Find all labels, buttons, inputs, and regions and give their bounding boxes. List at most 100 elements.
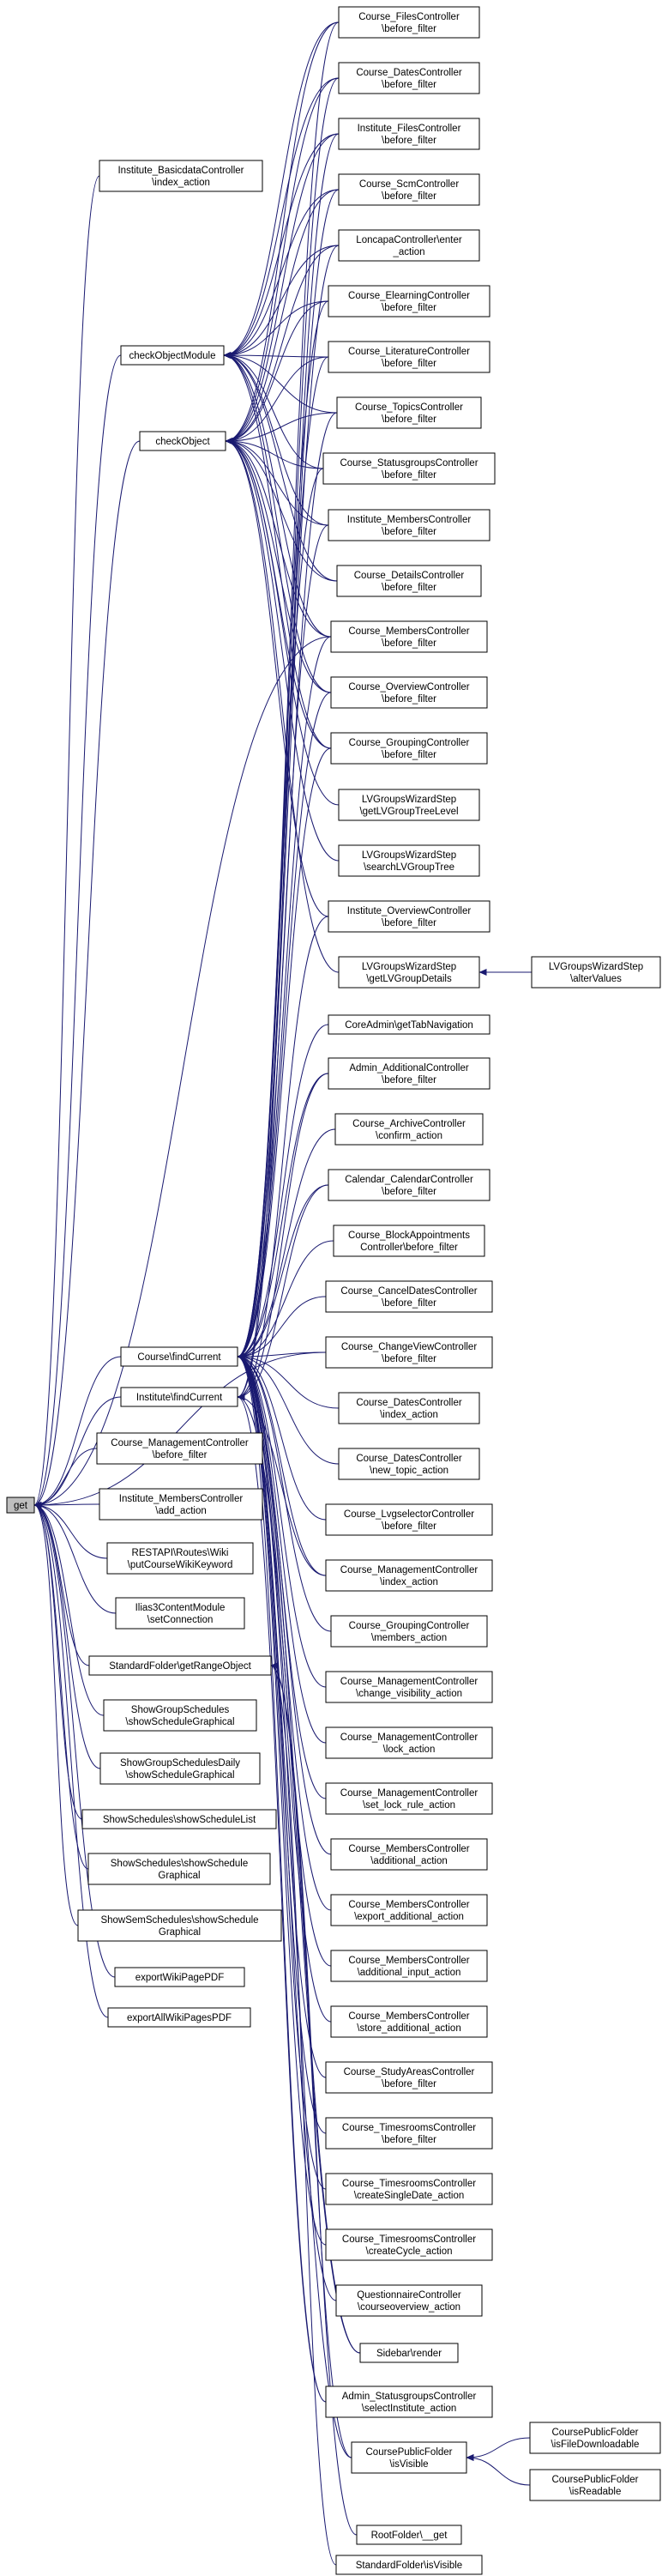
node-timesrooms-before[interactable]: Course_TimesroomsController\before_filte… (325, 2117, 493, 2150)
node-label: \before_filter (382, 2079, 436, 2089)
node-scm[interactable]: Course_ScmController\before_filter (338, 173, 480, 206)
node-ilias[interactable]: Ilias3ContentModule\setConnection (115, 1597, 245, 1630)
node-ss-graph[interactable]: ShowSchedules\showScheduleGraphical (87, 1853, 271, 1885)
node-ss-list[interactable]: ShowSchedules\showScheduleList (81, 1809, 277, 1829)
node-details[interactable]: Course_DetailsController\before_filter (336, 565, 482, 597)
node-export-wiki[interactable]: exportWikiPagePDF (114, 1967, 245, 1987)
node-block-appt[interactable]: Course_BlockAppointmentsController\befor… (333, 1225, 485, 1257)
node-course-find-current[interactable]: Course\findCurrent (120, 1346, 238, 1367)
node-restapi[interactable]: RESTAPI\Routes\Wiki\putCourseWikiKeyword (106, 1542, 254, 1575)
node-dates-index[interactable]: Course_DatesController\index_action (338, 1392, 480, 1424)
node-grouping[interactable]: Course_GroupingController\before_filter (330, 732, 488, 765)
node-members-store[interactable]: Course_MembersController\store_additiona… (330, 2005, 488, 2038)
node-institute-find-current[interactable]: Institute\findCurrent (120, 1387, 238, 1407)
node-label: \putCourseWikiKeyword (128, 1560, 233, 1570)
node-box (96, 1432, 263, 1465)
node-inst-files[interactable]: Institute_FilesController\before_filter (338, 118, 480, 150)
node-box (114, 1967, 245, 1987)
node-dates-ctrl[interactable]: Course_DatesController\before_filter (338, 62, 480, 94)
node-members-additional[interactable]: Course_MembersController\additional_acti… (330, 1838, 488, 1871)
edge-lvDetails-to-checkObject (225, 438, 340, 973)
node-mgmt-index[interactable]: Course_ManagementController\index_action (325, 1559, 493, 1592)
node-box (330, 2005, 488, 2038)
node-box (330, 1950, 488, 1982)
node-cancel-dates[interactable]: Course_CancelDatesController\before_filt… (325, 1280, 493, 1313)
node-members-before[interactable]: Course_MembersController\before_filter (330, 620, 488, 653)
node-overview[interactable]: Course_OverviewController\before_filter (330, 676, 488, 709)
node-label: Institute_MembersController (347, 515, 472, 525)
node-literature[interactable]: Course_LiteratureController\before_filte… (328, 341, 490, 373)
node-box (338, 789, 480, 821)
node-label: Course_DatesController (356, 68, 462, 78)
node-std-visible[interactable]: StandardFolder\isVisible (335, 2555, 483, 2575)
node-mgmt-lock[interactable]: Course_ManagementController\lock_action (325, 1726, 493, 1759)
node-label: Course_LiteratureController (348, 347, 470, 357)
node-cpf-visible[interactable]: CoursePublicFolder\isVisible (351, 2441, 467, 2474)
node-core-admin[interactable]: CoreAdmin\getTabNavigation (328, 1014, 490, 1035)
edge-elearning-to-checkObject (225, 300, 329, 444)
node-study-areas[interactable]: Course_StudyAreasController\before_filte… (325, 2061, 493, 2094)
node-export-all-wiki[interactable]: exportAllWikiPagesPDF (107, 2007, 251, 2028)
node-questionnaire[interactable]: QuestionnaireController\courseoverview_a… (335, 2284, 483, 2317)
edge-details-to-checkObjectModule (223, 352, 338, 582)
node-sidebar[interactable]: Sidebar\render (359, 2343, 459, 2363)
edge-statusgroups-to-checkObjectModule (223, 352, 324, 469)
node-mgmt-set-lock[interactable]: Course_ManagementController\set_lock_rul… (325, 1782, 493, 1815)
node-timesrooms-single[interactable]: Course_TimesroomsController\createSingle… (325, 2173, 493, 2205)
node-label: get (14, 1501, 28, 1511)
edge-changeView-to-get (33, 1351, 327, 1509)
node-lv-alter[interactable]: LVGroupsWizardStep\alterValues (531, 956, 661, 989)
node-mgmt-change-vis[interactable]: Course_ManagementController\change_visib… (325, 1671, 493, 1703)
node-box (99, 1488, 263, 1521)
node-lv-tree-level[interactable]: LVGroupsWizardStep\getLVGroupTreeLevel (338, 789, 480, 821)
edge-stdVisible-to-stdFolderRange (270, 1662, 337, 2566)
node-calendar[interactable]: Calendar_CalendarController\before_filte… (328, 1169, 490, 1201)
edge-sgs-to-get (33, 1502, 105, 1716)
node-check-object-module[interactable]: checkObjectModule (120, 345, 225, 366)
node-course-mgmt-before[interactable]: Course_ManagementController\before_filte… (96, 1432, 263, 1465)
node-box (338, 173, 480, 206)
node-box (115, 1597, 245, 1630)
node-label: checkObject (155, 437, 210, 447)
node-inst-overview[interactable]: Institute_OverviewController\before_filt… (328, 900, 490, 933)
node-box (325, 1280, 493, 1313)
edge-overview-to-checkObjectModule (223, 352, 332, 693)
node-get[interactable]: get (6, 1497, 35, 1514)
node-label: \getLVGroupDetails (366, 974, 452, 984)
node-lv-details[interactable]: LVGroupsWizardStep\getLVGroupDetails (338, 956, 480, 989)
edge-ssGraph-to-get (33, 1502, 89, 1870)
node-topics[interactable]: Course_TopicsController\before_filter (336, 396, 482, 429)
node-cpf-readable[interactable]: CoursePublicFolder\isReadable (529, 2469, 661, 2501)
node-inst-members-before[interactable]: Institute_MembersController\before_filte… (328, 509, 490, 541)
node-root-get[interactable]: RootFolder\__get (356, 2525, 462, 2545)
node-std-folder-range[interactable]: StandardFolder\getRangeObject (88, 1655, 272, 1676)
node-lvgselector[interactable]: Course_LvgselectorController\before_filt… (325, 1503, 493, 1536)
node-archive[interactable]: Course_ArchiveController\confirm_action (334, 1113, 484, 1146)
node-box (338, 118, 480, 150)
node-statusgroups[interactable]: Course_StatusgroupsController\before_fil… (322, 452, 496, 485)
node-inst-members-add[interactable]: Institute_MembersController\add_action (99, 1488, 263, 1521)
node-label: \store_additional_action (357, 2023, 460, 2034)
node-basicdata[interactable]: Institute_BasicdataController\index_acti… (99, 160, 263, 192)
node-cpf-download[interactable]: CoursePublicFolder\isFileDownloadable (529, 2422, 661, 2454)
node-timesrooms-cycle[interactable]: Course_TimesroomsController\createCycle_… (325, 2228, 493, 2261)
node-admin-additional[interactable]: Admin_AdditionalController\before_filter (328, 1057, 490, 1090)
edge-basicdata-to-get (33, 175, 100, 1509)
node-members-export[interactable]: Course_MembersController\export_addition… (330, 1894, 488, 1926)
node-grouping-members[interactable]: Course_GroupingController\members_action (330, 1615, 488, 1648)
node-members-add-input[interactable]: Course_MembersController\additional_inpu… (330, 1950, 488, 1982)
node-elearning[interactable]: Course_ElearningController\before_filter (328, 285, 490, 317)
node-loncapa[interactable]: LoncapaController\enter_action (338, 229, 480, 262)
node-dates-new-topic[interactable]: Course_DatesController\new_topic_action (338, 1448, 480, 1480)
node-change-view[interactable]: Course_ChangeViewController\before_filte… (325, 1336, 493, 1369)
node-lv-search[interactable]: LVGroupsWizardStep\searchLVGroupTree (338, 844, 480, 877)
node-label: \before_filter (382, 1521, 436, 1532)
node-sgsd[interactable]: ShowGroupSchedulesDaily\showScheduleGrap… (99, 1752, 261, 1785)
node-admin-status[interactable]: Admin_StatusgroupsController\selectInsti… (325, 2386, 493, 2418)
node-sgs[interactable]: ShowGroupSchedules\showScheduleGraphical (103, 1699, 257, 1732)
edge-grouping-to-checkObjectModule (223, 352, 332, 749)
node-check-object[interactable]: checkObject (139, 431, 226, 451)
edge-instFiles-to-instituteFindCurrent (237, 133, 340, 1400)
node-ssem-graph[interactable]: ShowSemSchedules\showScheduleGraphical (77, 1909, 282, 1942)
node-files-ctrl[interactable]: Course_FilesController\before_filter (338, 6, 480, 39)
